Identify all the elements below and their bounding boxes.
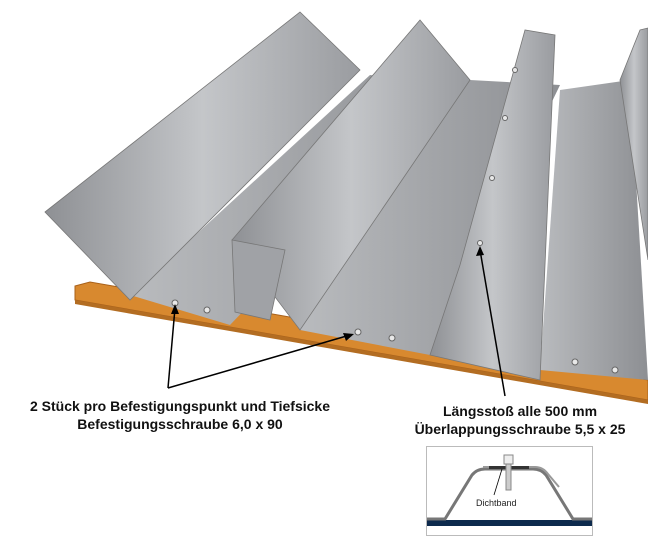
lap-label: Längsstoß alle 500 mm Überlappungsschrau… (400, 402, 640, 438)
leader-lines (167, 249, 506, 397)
lap-detail-drawing (427, 454, 592, 526)
fastening-count-text: 2 Stück pro Befestigungspunkt und Tiefsi… (29, 398, 330, 414)
sheet-rib (619, 27, 648, 261)
lap-spacing-text: Längsstoß alle 500 mm (442, 403, 598, 419)
lap-detail-inset (426, 446, 593, 536)
lap-screw-text: Überlappungsschraube 5,5 x 25 (414, 421, 626, 437)
seal-label: Dichtband (476, 498, 517, 508)
sheet-rib (44, 11, 361, 301)
fastening-screw-text: Befestigungsschraube 6,0 x 90 (77, 416, 283, 432)
sheet-rib (231, 19, 471, 331)
fastening-label: 2 Stück pro Befestigungspunkt und Tiefsi… (20, 397, 340, 433)
base-strip (427, 520, 592, 526)
screw-head-icon (503, 454, 514, 465)
screw-shank-icon (505, 463, 512, 491)
screw-heads (171, 67, 619, 374)
